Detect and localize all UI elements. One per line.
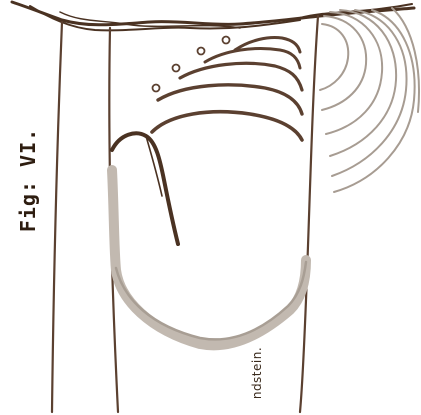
figure-label: Fig: VI.: [6, 120, 50, 240]
concentric-layers: [320, 8, 419, 192]
cavity-body: [112, 133, 306, 345]
right-wall: [300, 16, 318, 412]
arch-layers: [152, 38, 302, 141]
figure-label-text: Fig: VI.: [16, 128, 40, 232]
left-wall: [52, 22, 118, 412]
sandstone-label-text: ndstein.: [250, 346, 264, 398]
sandstone-label: ndstein.: [244, 330, 270, 415]
ground-surface: [12, 2, 414, 30]
